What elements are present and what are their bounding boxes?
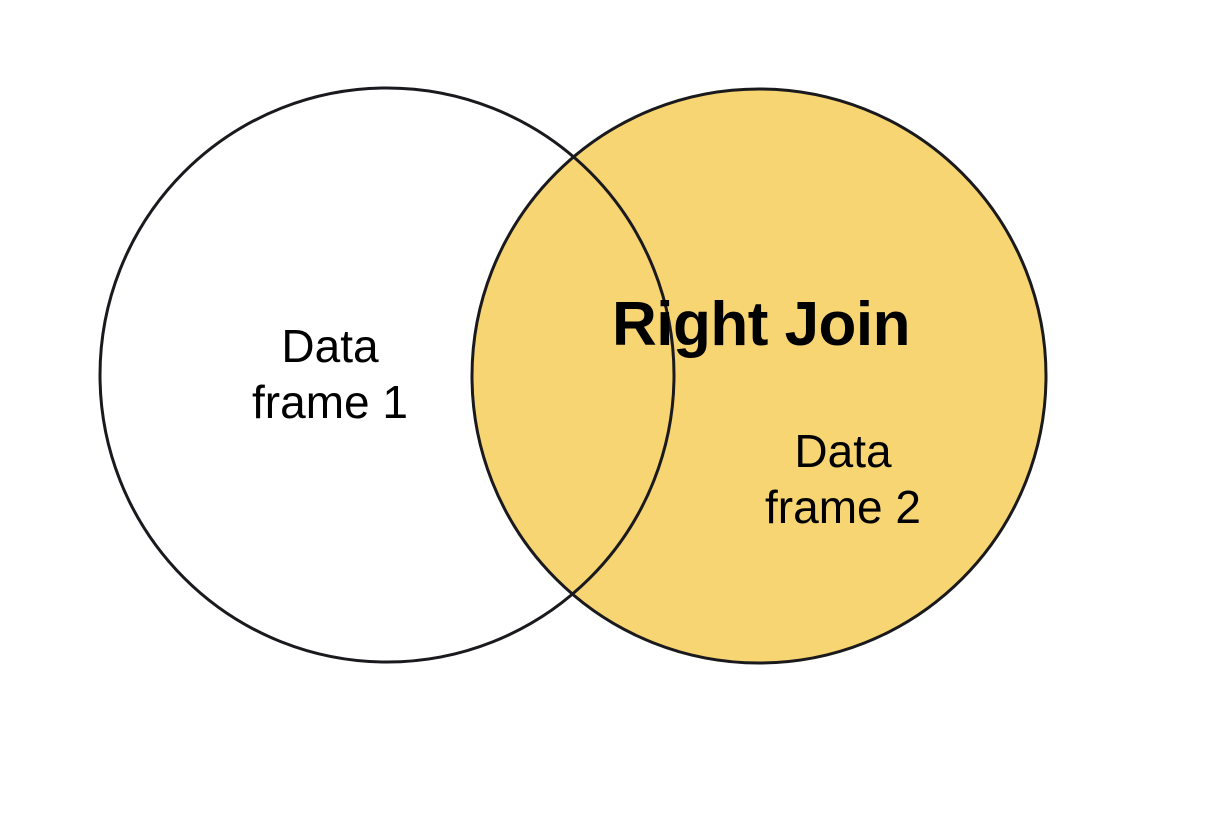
left-circle-data-frame-1[interactable] (98, 86, 676, 664)
right-circle-label-line2: frame 2 (765, 481, 921, 533)
left-circle-label-line1: Data (281, 320, 379, 372)
right-circle-data-frame-2[interactable] (470, 87, 1048, 665)
join-type-title: Right Join (612, 290, 910, 359)
right-circle-label-line1: Data (794, 425, 892, 477)
left-circle-label-line2: frame 1 (252, 376, 408, 428)
